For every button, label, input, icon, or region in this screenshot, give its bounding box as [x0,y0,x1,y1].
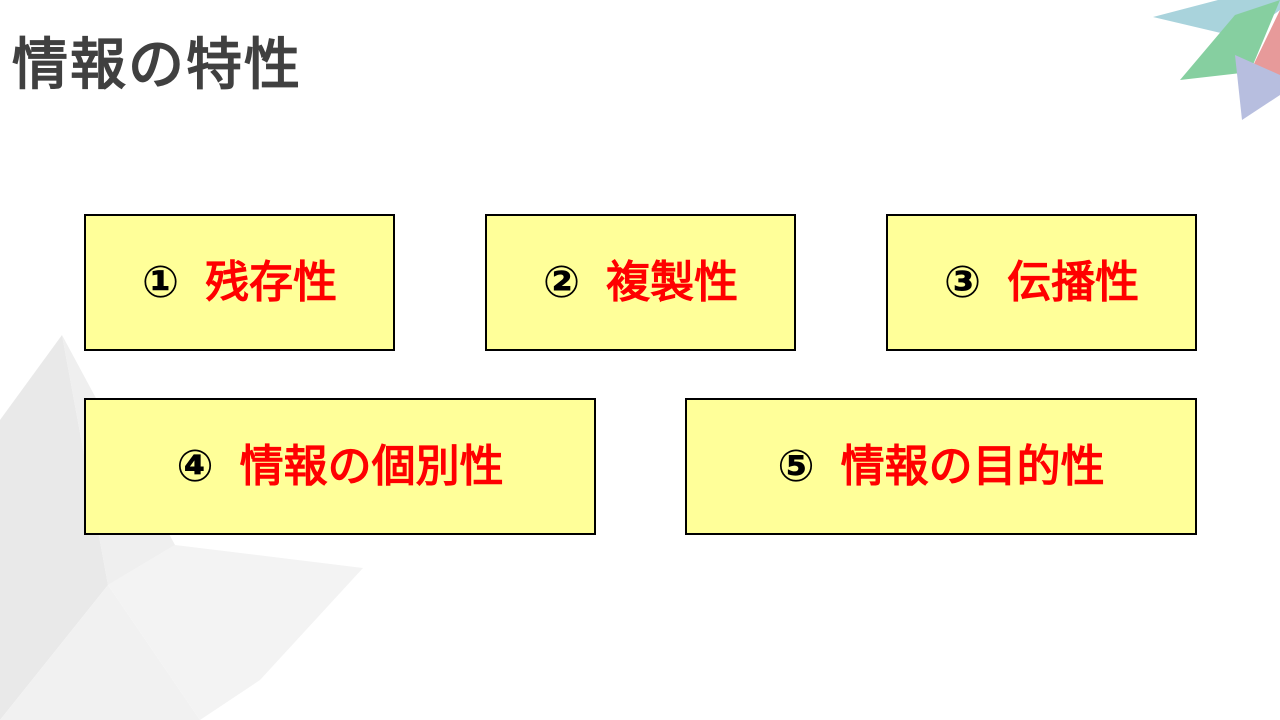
decor-shape-green [1180,0,1280,80]
card-number: ③ [943,256,982,308]
characteristic-card-5: ⑤ 情報の目的性 [685,398,1197,535]
card-label: 情報の個別性 [239,440,504,492]
card-number: ④ [176,440,214,492]
card-label: 複製性 [606,256,739,308]
characteristic-card-1: ① 残存性 [84,214,395,351]
card-label: 伝播性 [1007,256,1140,308]
card-number: ⑤ [777,440,815,492]
characteristic-card-2: ② 複製性 [485,214,796,351]
characteristic-card-4: ④ 情報の個別性 [84,398,596,535]
card-number: ① [141,256,180,308]
decor-shape-gray-1 [0,335,108,720]
decor-shape-gray-3 [108,545,363,720]
card-number: ② [542,256,581,308]
decor-shape-blue [1235,55,1280,120]
decor-shape-gray-2 [0,585,200,720]
page-title: 情報の特性 [12,33,302,98]
characteristic-card-3: ③ 伝播性 [886,214,1197,351]
card-label: 情報の目的性 [840,440,1105,492]
card-label: 残存性 [205,256,338,308]
